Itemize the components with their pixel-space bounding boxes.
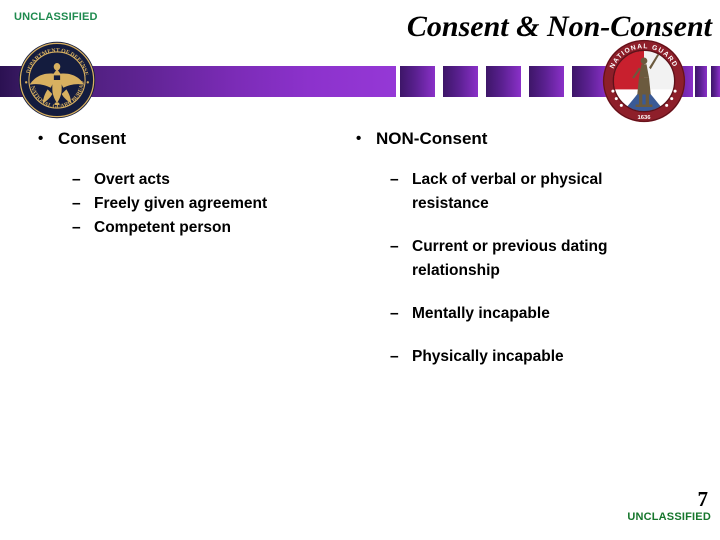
dash-marker: – — [390, 238, 399, 255]
dash-marker: – — [72, 195, 81, 212]
list-item-label: Competent person — [94, 219, 231, 236]
content-column-right: • NON-Consent – Lack of verbal or physic… — [348, 128, 678, 370]
left-column-heading: • Consent — [30, 128, 330, 150]
list-item: – Current or previous dating relationshi… — [390, 235, 678, 283]
band-block — [400, 66, 435, 97]
classification-marking-top: UNCLASSIFIED — [14, 11, 98, 23]
left-heading-label: Consent — [58, 129, 126, 148]
list-item-label: Overt acts — [94, 171, 170, 188]
band-block — [572, 66, 607, 97]
list-item: – Competent person — [72, 216, 330, 239]
band-block — [443, 66, 478, 97]
band-block — [529, 66, 564, 97]
dod-national-guard-bureau-seal-icon: DEPARTMENT OF DEFENSE NATIONAL GUARD BUR… — [18, 41, 96, 119]
dash-marker: – — [72, 171, 81, 188]
list-item: – Freely given agreement — [72, 192, 330, 215]
dash-marker: – — [390, 171, 399, 188]
page-number: 7 — [697, 487, 709, 511]
list-item-label: Freely given agreement — [94, 195, 268, 212]
right-heading-label: NON-Consent — [376, 129, 488, 148]
list-item: – Overt acts — [72, 168, 330, 191]
band-block — [695, 66, 707, 97]
content-column-left: • Consent – Overt acts – Freely given ag… — [30, 128, 330, 240]
classification-marking-bottom: UNCLASSIFIED — [627, 511, 711, 523]
right-sub-list: – Lack of verbal or physical resistance … — [348, 168, 678, 369]
right-column-heading: • NON-Consent — [348, 128, 678, 150]
dash-marker: – — [390, 348, 399, 365]
list-item: – Mentally incapable — [390, 302, 678, 326]
list-item-label: Physically incapable — [412, 348, 564, 365]
dash-marker: – — [72, 219, 81, 236]
band-block — [486, 66, 521, 97]
dash-marker: – — [390, 305, 399, 322]
band-block — [711, 66, 720, 97]
bullet-marker: • — [38, 130, 44, 147]
bullet-marker: • — [356, 130, 362, 147]
list-item-label: Lack of verbal or physical resistance — [412, 171, 603, 212]
svg-text:1636: 1636 — [637, 115, 651, 121]
list-item-label: Current or previous dating relationship — [412, 238, 608, 279]
national-guard-seal-icon: NATIONAL GUARD 1636 — [602, 39, 686, 123]
list-item-label: Mentally incapable — [412, 305, 550, 322]
list-item: – Physically incapable — [390, 345, 678, 369]
left-sub-list: – Overt acts – Freely given agreement – … — [30, 168, 330, 239]
list-item: – Lack of verbal or physical resistance — [390, 168, 678, 216]
slide-title: Consent & Non-Consent — [406, 10, 712, 43]
